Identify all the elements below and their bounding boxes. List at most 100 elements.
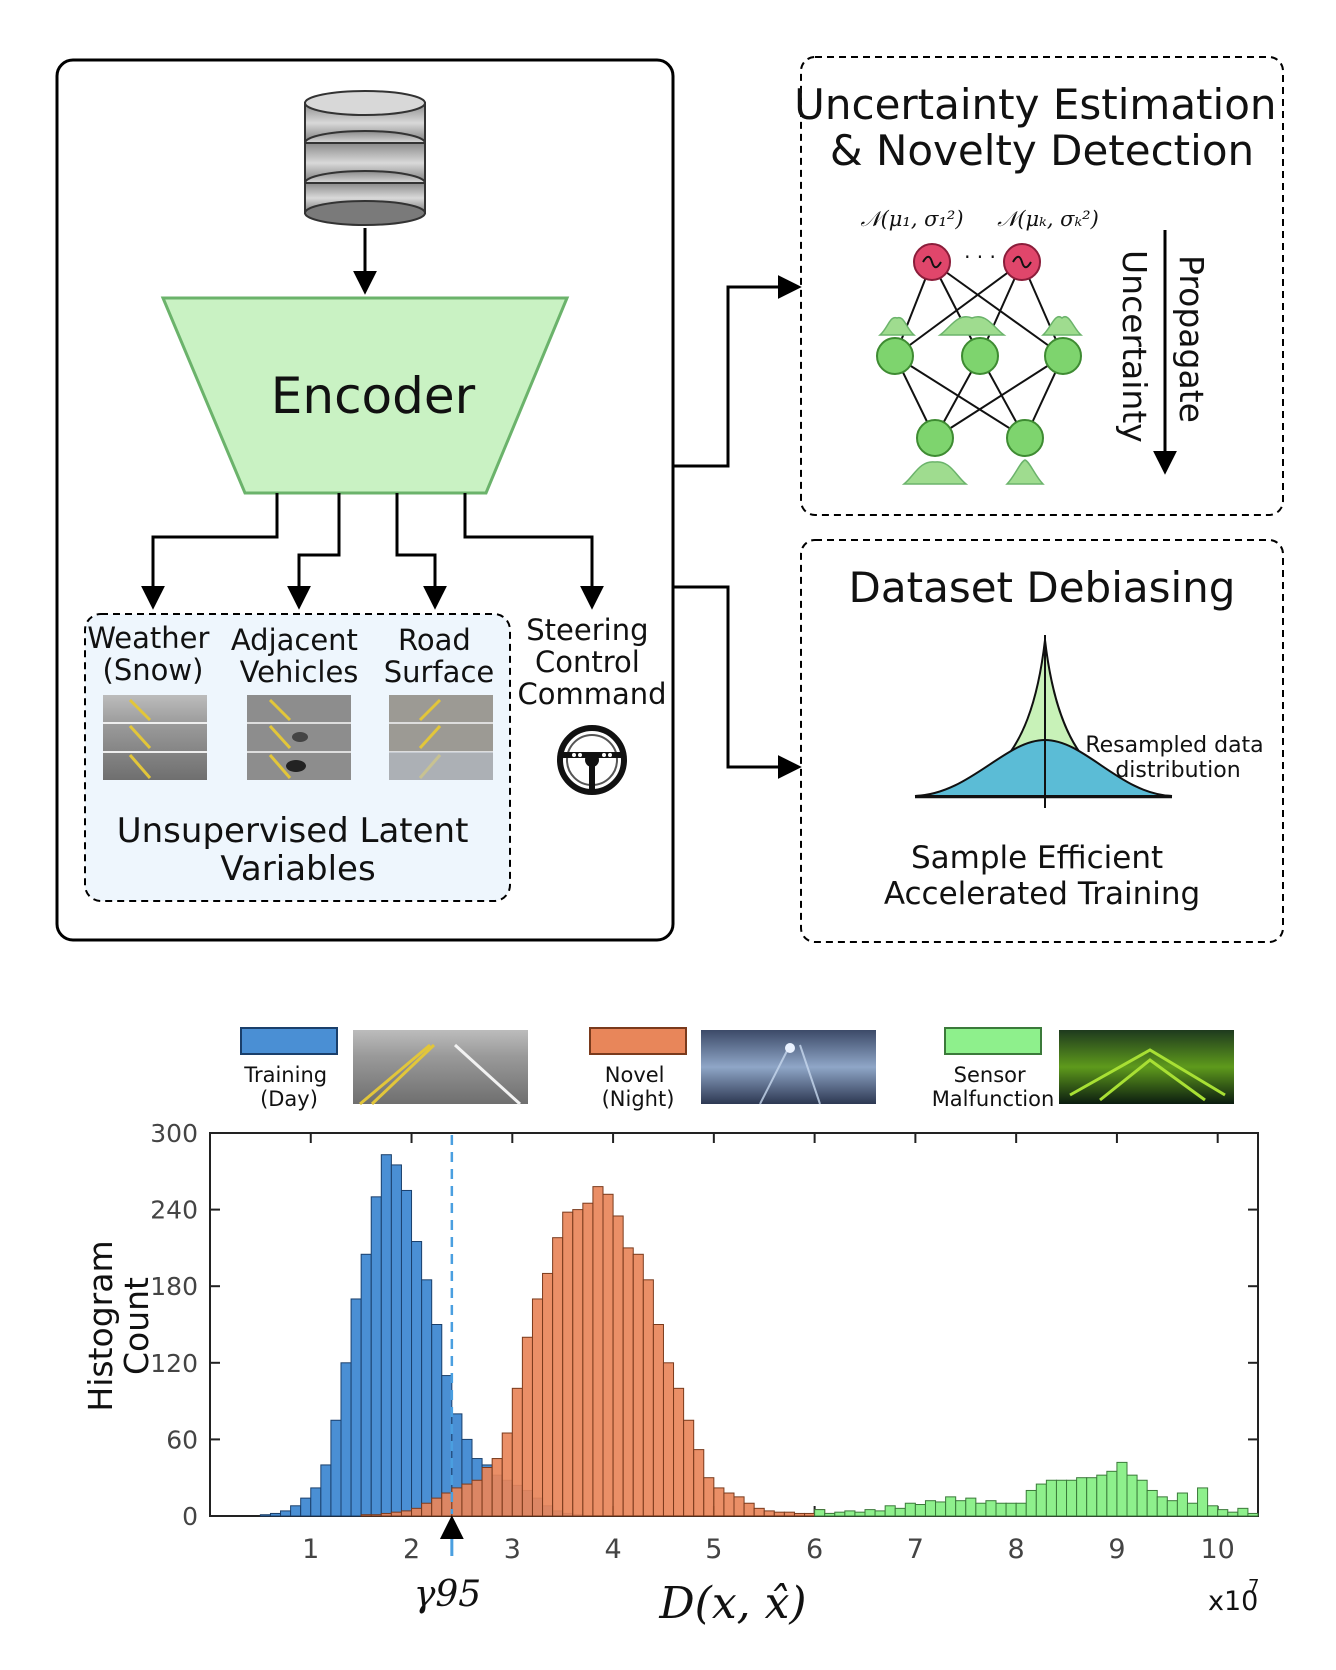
network-nodes — [876, 243, 1082, 457]
histogram-bar — [1035, 1483, 1047, 1517]
x-tick-label: 7 — [907, 1534, 924, 1565]
panel-connectors — [673, 275, 802, 779]
histogram-bar — [1116, 1461, 1128, 1517]
histogram-bar — [945, 1496, 957, 1517]
histogram-bar — [259, 1514, 271, 1517]
x-tick-label: 8 — [1008, 1534, 1025, 1565]
histogram-bar — [300, 1497, 312, 1517]
vehicles-road-thumbnails — [247, 695, 351, 780]
weight-distributions — [878, 315, 1083, 485]
histogram-bar — [612, 1215, 624, 1517]
histogram-bar — [683, 1419, 695, 1517]
histogram-bar — [471, 1479, 483, 1517]
histogram-bar — [602, 1193, 614, 1517]
histogram-bar — [1136, 1479, 1148, 1517]
propagate-label: Propagate — [1172, 255, 1211, 423]
histogram-bar — [1126, 1474, 1138, 1517]
debiasing-title: Dataset Debiasing — [849, 563, 1236, 612]
histogram-bar — [763, 1510, 775, 1517]
histogram-bar — [511, 1387, 523, 1517]
histogram-bar — [1247, 1512, 1259, 1517]
encoder-output-arrows — [141, 493, 604, 610]
histogram-bar — [1166, 1500, 1178, 1517]
y-axis-label-line1: Histogram — [81, 1240, 120, 1411]
x-tick-label: 4 — [604, 1534, 621, 1565]
histogram-bar — [1025, 1489, 1037, 1517]
latent-vehicles-label: Adjacent Vehicles — [231, 623, 367, 689]
histogram-bar — [793, 1512, 806, 1517]
histogram-bar — [431, 1324, 443, 1517]
histogram-bar — [451, 1487, 463, 1517]
histogram-bar — [380, 1154, 392, 1517]
y-axis-label-line2: Count — [117, 1277, 156, 1375]
x-multiplier-exponent: 7 — [1248, 1576, 1259, 1597]
steering-wheel-icon — [557, 725, 627, 795]
histogram-bar — [693, 1449, 705, 1517]
legend-label-novel: Novel (Night) — [602, 1063, 675, 1111]
histogram-bar — [1096, 1474, 1108, 1517]
legend-swatch-novel — [589, 1027, 687, 1055]
histogram-bar — [723, 1492, 735, 1517]
x-tick-label: 1 — [302, 1534, 319, 1565]
y-tick-label: 60 — [166, 1425, 198, 1454]
histogram-bar — [703, 1477, 715, 1517]
resampled-distribution-plot — [914, 635, 1173, 808]
x-axis-label: D(x, x̂) — [658, 1578, 806, 1629]
histogram-bar — [1045, 1479, 1057, 1517]
histogram-bar — [662, 1362, 675, 1517]
histogram-bar — [310, 1487, 322, 1517]
latent-road-label: Road Surface — [384, 623, 494, 689]
distribution-right-label: 𝒩(μₖ, σₖ²) — [997, 207, 1099, 231]
histogram-bar — [360, 1514, 372, 1517]
histogram-bar — [400, 1189, 413, 1517]
histogram-bar — [411, 1241, 423, 1517]
histogram-bar — [632, 1253, 644, 1517]
legend-swatch-training — [240, 1027, 338, 1055]
histogram-bar — [1186, 1502, 1199, 1517]
histogram-bar — [269, 1512, 282, 1517]
histogram-bar — [290, 1505, 302, 1517]
uncertainty-panel — [800, 56, 1284, 516]
histogram-bar — [330, 1419, 342, 1517]
histogram-bar — [854, 1511, 866, 1517]
x-tick-label: 9 — [1108, 1534, 1125, 1565]
histogram-bar — [350, 1298, 362, 1517]
histogram-bar — [320, 1464, 332, 1517]
encoder-label: Encoder — [271, 367, 476, 425]
histogram-bar — [411, 1507, 423, 1517]
histogram-bar — [461, 1483, 473, 1517]
histogram-bar — [743, 1502, 755, 1517]
histogram-bar — [642, 1279, 654, 1517]
steering-command-label: Steering Control Command — [517, 613, 666, 711]
encoder-block — [160, 296, 570, 495]
histogram-bar — [955, 1500, 967, 1517]
histogram-bar — [622, 1247, 634, 1517]
histogram-bar — [1237, 1507, 1249, 1517]
histogram-bars — [259, 1154, 1259, 1517]
uncertainty-title: Uncertainty Estimation & Novelty Detecti… — [794, 80, 1290, 175]
x-tick-label: 5 — [705, 1534, 722, 1565]
histogram-bar — [1055, 1479, 1068, 1517]
histogram-bar — [995, 1502, 1007, 1517]
histogram-bar — [390, 1164, 402, 1517]
histogram-bar — [552, 1237, 564, 1517]
histogram-bar — [390, 1511, 402, 1517]
histogram-bar — [1066, 1479, 1078, 1517]
x-tick-label: 6 — [806, 1534, 823, 1565]
y-tick-label: 300 — [150, 1119, 198, 1148]
histogram-bar — [582, 1202, 594, 1517]
histogram-bar — [773, 1511, 785, 1517]
histogram-bar — [673, 1387, 685, 1517]
histogram-bar — [844, 1510, 856, 1517]
histogram-bar — [421, 1502, 433, 1517]
histogram-bar — [572, 1209, 584, 1517]
histogram-bar — [1146, 1489, 1158, 1517]
latent-group-caption: Unsupervised Latent Variables — [117, 811, 479, 889]
legend-label-training: Training (Day) — [243, 1063, 334, 1111]
latent-weather-label: Weather (Snow) — [87, 621, 218, 687]
histogram-bar — [783, 1511, 795, 1517]
histogram-bar — [531, 1298, 544, 1517]
distribution-left-label: 𝒩(μ₁, σ₁²) — [860, 207, 963, 231]
histogram-bar — [804, 1512, 816, 1517]
